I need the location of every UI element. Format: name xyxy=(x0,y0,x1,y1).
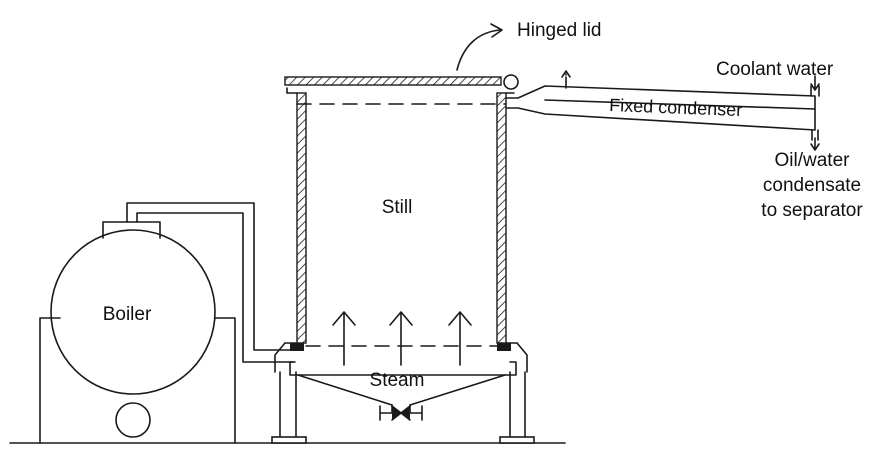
label-condensate-line3: to separator xyxy=(761,200,863,221)
drain-valve-right xyxy=(401,406,410,420)
bottom-rim xyxy=(289,361,517,376)
label-condensate-line1: Oil/water xyxy=(775,150,851,171)
steam-arrow-3 xyxy=(448,311,472,366)
condensate-outlet xyxy=(811,129,819,141)
left-leg xyxy=(274,342,297,438)
label-steam: Steam xyxy=(370,370,425,391)
steam-arrow-1 xyxy=(332,311,356,366)
boiler xyxy=(39,221,236,444)
boiler-dome xyxy=(102,221,161,239)
label-hinged-lid: Hinged lid xyxy=(517,20,602,41)
drain-valve-left xyxy=(392,406,401,420)
still-legs xyxy=(271,342,535,444)
condenser-vent-arrow xyxy=(561,70,571,78)
boiler-drum xyxy=(50,229,216,395)
condenser-jacket xyxy=(505,85,816,131)
left-foot xyxy=(271,436,307,444)
steam-arrows xyxy=(332,311,472,366)
label-boiler: Boiler xyxy=(103,304,152,325)
label-fixed-condenser: Fixed condenser xyxy=(609,95,743,120)
right-foot xyxy=(499,436,535,444)
condenser-inner-tube xyxy=(544,99,816,110)
grid-support-left xyxy=(290,343,304,351)
condensate-outlet-arrow xyxy=(810,137,820,151)
lid-pointer-arrow xyxy=(456,29,501,71)
lid-hinge xyxy=(503,74,519,90)
bottom-cone xyxy=(297,374,506,406)
fixed-condenser xyxy=(505,70,820,151)
right-leg xyxy=(509,342,528,438)
label-still: Still xyxy=(382,197,413,218)
still-left-wall xyxy=(296,92,307,344)
coolant-inlet-arrow xyxy=(810,75,820,91)
lid-pointer-arrowhead xyxy=(490,23,503,38)
steam-arrow-2 xyxy=(389,311,413,366)
steam-pipe-inner xyxy=(136,212,294,363)
label-condensate-line2: condensate xyxy=(763,175,861,196)
firebox-door xyxy=(115,402,151,438)
still-collar xyxy=(286,87,515,94)
grid-support-right xyxy=(497,343,511,351)
lid-plate xyxy=(284,76,502,86)
hinged-lid xyxy=(284,23,519,90)
boiler-base xyxy=(39,317,236,444)
steam-pipe-outer xyxy=(126,202,294,351)
still-right-wall xyxy=(496,92,507,344)
label-coolant-water: Coolant water xyxy=(716,59,834,80)
coolant-inlet xyxy=(810,85,820,97)
still-bottom xyxy=(289,361,517,421)
